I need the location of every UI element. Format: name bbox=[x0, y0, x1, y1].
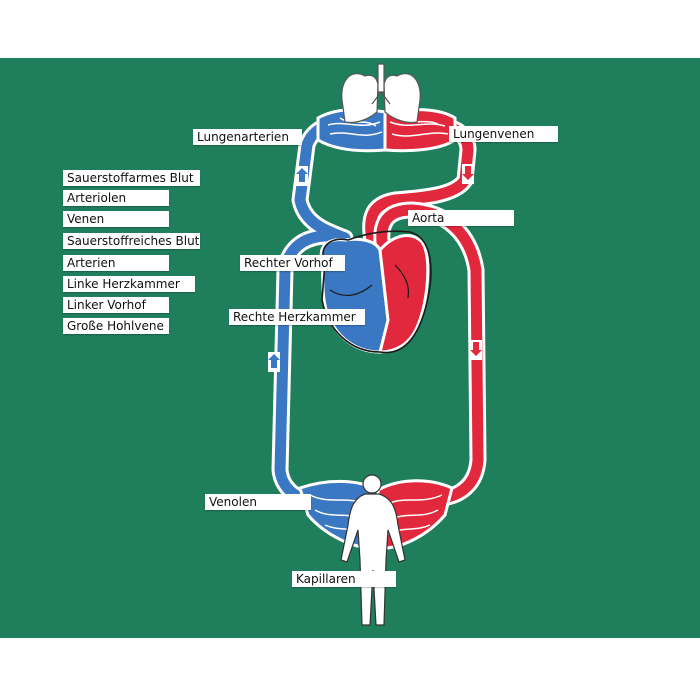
label-venolen[interactable]: Venolen bbox=[205, 494, 311, 510]
word-card-sauerstoffarmes-blut[interactable]: Sauerstoffarmes Blut bbox=[63, 170, 200, 186]
arrow-down-icon bbox=[470, 340, 482, 360]
word-card-sauerstoffreiches-blut[interactable]: Sauerstoffreiches Blut bbox=[63, 233, 200, 249]
human-figure-icon bbox=[340, 474, 406, 626]
flow-arrows bbox=[268, 164, 482, 372]
word-card-linker-vorhof[interactable]: Linker Vorhof bbox=[63, 297, 169, 313]
word-card-arterien[interactable]: Arterien bbox=[63, 255, 169, 271]
label-rechte-herzkammer[interactable]: Rechte Herzkammer bbox=[229, 309, 365, 325]
lung-capillary-bed bbox=[316, 108, 457, 153]
venous-circuit bbox=[271, 114, 374, 510]
lungs-icon bbox=[341, 63, 421, 124]
arrow-up-icon bbox=[296, 166, 308, 186]
heart bbox=[319, 230, 432, 354]
word-card-grosse-hohlvene[interactable]: Große Hohlvene bbox=[63, 318, 169, 334]
label-lungenarterien[interactable]: Lungenarterien bbox=[193, 129, 302, 145]
word-card-venen[interactable]: Venen bbox=[63, 211, 169, 227]
arrow-down-icon bbox=[462, 164, 474, 184]
label-aorta[interactable]: Aorta bbox=[408, 210, 514, 226]
label-lungenvenen[interactable]: Lungenvenen bbox=[449, 126, 558, 142]
arrow-up-icon bbox=[268, 352, 280, 372]
label-kapillaren[interactable]: Kapillaren bbox=[292, 571, 396, 587]
word-card-arteriolen[interactable]: Arteriolen bbox=[63, 190, 169, 206]
label-rechter-vorhof[interactable]: Rechter Vorhof bbox=[240, 255, 345, 271]
word-card-linke-herzkammer[interactable]: Linke Herzkammer bbox=[63, 276, 195, 292]
